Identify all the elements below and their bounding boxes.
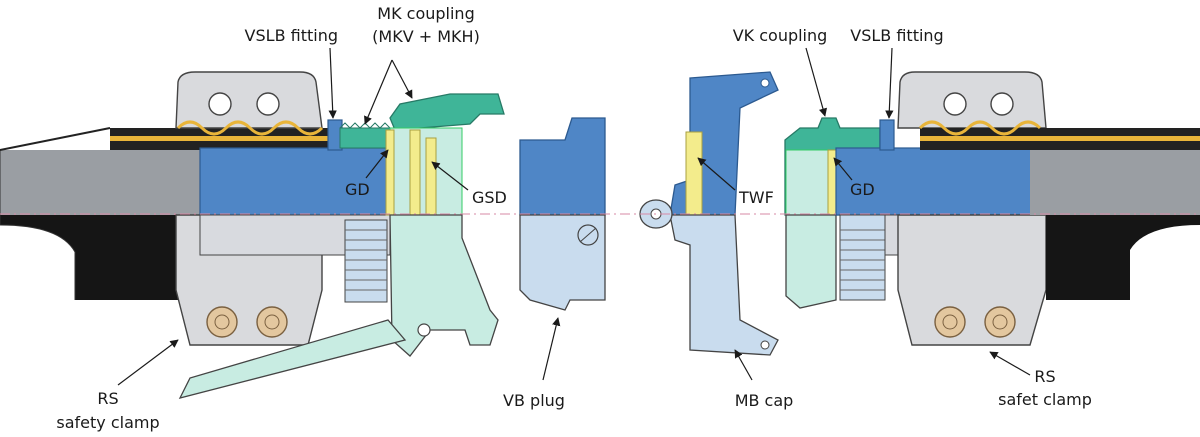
- left-vslb-fitting: [199, 119, 391, 303]
- bolt-icon: [206, 306, 238, 338]
- label-rs-left: RS: [97, 389, 118, 408]
- clamp-hole-icon: [256, 92, 280, 116]
- label-rs-right: RS: [1034, 367, 1055, 386]
- clamp-hole-icon: [990, 92, 1014, 116]
- label-vslb-fitting-left: VSLB fitting: [245, 26, 338, 45]
- coupling-lever: [178, 319, 407, 399]
- leader-lines: [117, 47, 1031, 386]
- label-vslb-fitting-right: VSLB fitting: [850, 26, 943, 45]
- label-mk-coupling-parts: (MKV + MKH): [372, 27, 480, 46]
- label-twf: TWF: [738, 188, 774, 207]
- label-safety-clamp-left: safety clamp: [56, 413, 159, 432]
- label-mk-coupling: MK coupling: [377, 4, 474, 23]
- label-vb-plug: VB plug: [503, 391, 565, 410]
- mk-coupling: [178, 93, 505, 399]
- label-gd-right: GD: [850, 180, 875, 199]
- bolt-icon: [934, 306, 966, 338]
- clamp-hole-icon: [943, 92, 967, 116]
- mb-cap: [639, 71, 779, 356]
- label-gd-left: GD: [345, 180, 370, 199]
- bolt-icon: [984, 306, 1016, 338]
- label-mb-cap: MB cap: [735, 391, 794, 410]
- label-gsd: GSD: [472, 188, 507, 207]
- label-vk-coupling: VK coupling: [733, 26, 828, 45]
- label-safet-clamp-right: safet clamp: [998, 390, 1092, 409]
- right-safety-clamp: [897, 71, 1047, 346]
- bolt-icon: [256, 306, 288, 338]
- clamp-hole-icon: [208, 92, 232, 116]
- left-hose: [0, 127, 350, 300]
- right-hose: [918, 120, 1200, 300]
- vb-plug: [519, 117, 606, 311]
